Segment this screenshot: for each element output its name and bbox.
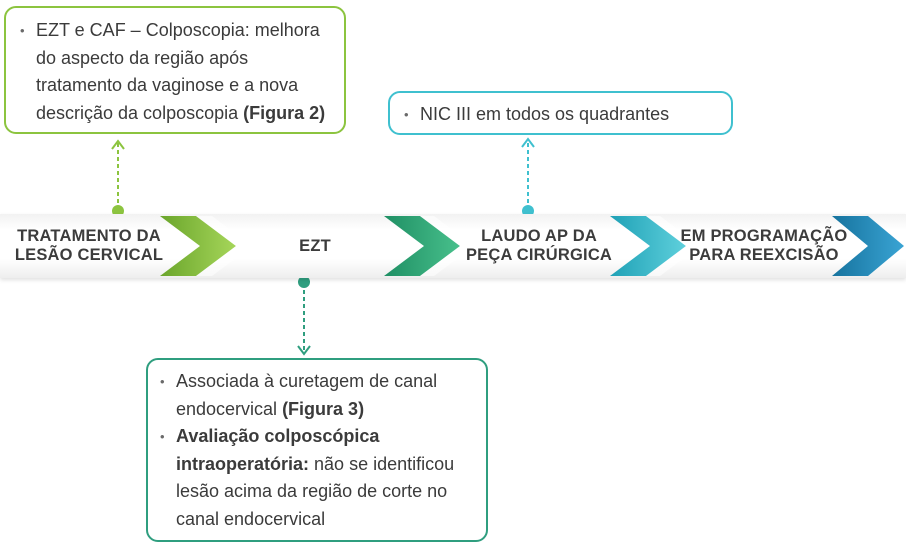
- callout-2-item: NIC III em todos os quadrantes: [404, 101, 721, 129]
- callout-box-ezt-caf: EZT e CAF – Colposcopia: melhora do aspe…: [4, 6, 346, 134]
- step-4-line-1: EM PROGRAMAÇÃO: [680, 227, 848, 245]
- process-band: TRATAMENTO DA LESÃO CERVICAL EZT LAUDO A…: [0, 214, 906, 278]
- callout-box-nic: NIC III em todos os quadrantes: [388, 91, 733, 135]
- step-3-line-1: LAUDO AP DA: [481, 227, 597, 245]
- step-tratamento: TRATAMENTO DA LESÃO CERVICAL: [0, 214, 178, 278]
- chevron-2: [384, 216, 474, 276]
- callout-1-figure-ref: (Figura 2): [243, 102, 326, 123]
- chevrons: [160, 216, 904, 276]
- callout-2-text: NIC III em todos os quadrantes: [420, 104, 670, 124]
- step-4-line-2: PARA REEXCISÃO: [689, 246, 839, 264]
- step-laudo: LAUDO AP DA PEÇA CIRÚRGICA: [458, 214, 620, 278]
- callout-3-item-1: Associada à curetagem de canal endocervi…: [160, 368, 476, 423]
- arrow-up-icon: [111, 139, 125, 150]
- step-ezt: EZT: [250, 214, 380, 278]
- arrow-up-icon: [521, 137, 535, 148]
- step-2-label: EZT: [299, 236, 331, 255]
- callout-3-item-2-bold: Avaliação colposcópica intraoperatória:: [176, 426, 380, 474]
- step-1-line-2: LESÃO CERVICAL: [14, 246, 164, 264]
- callout-3-item-2: Avaliação colposcópica intraoperatória: …: [160, 423, 476, 533]
- callout-1-item: EZT e CAF – Colposcopia: melhora do aspe…: [20, 17, 334, 127]
- chevron-3: [610, 216, 700, 276]
- callout-3-figure-ref: (Figura 3): [282, 398, 365, 419]
- arrow-down-icon: [297, 345, 311, 356]
- step-3-line-2: PEÇA CIRÚRGICA: [465, 246, 613, 264]
- connector-dot-3: [298, 276, 310, 288]
- callout-box-curetagem: Associada à curetagem de canal endocervi…: [146, 358, 488, 542]
- callout-1-text: EZT e CAF – Colposcopia: melhora do aspe…: [36, 20, 320, 123]
- step-1-line-1: TRATAMENTO DA: [17, 227, 161, 245]
- callout-3-item-2-text: não se identificou lesão acima da região…: [176, 453, 455, 529]
- step-reexcisao: EM PROGRAMAÇÃO PARA REEXCISÃO: [676, 214, 852, 278]
- chevron-4: [832, 216, 904, 276]
- chevron-1: [160, 216, 252, 276]
- callout-3-item-1-text: Associada à curetagem de canal endocervi…: [176, 371, 438, 419]
